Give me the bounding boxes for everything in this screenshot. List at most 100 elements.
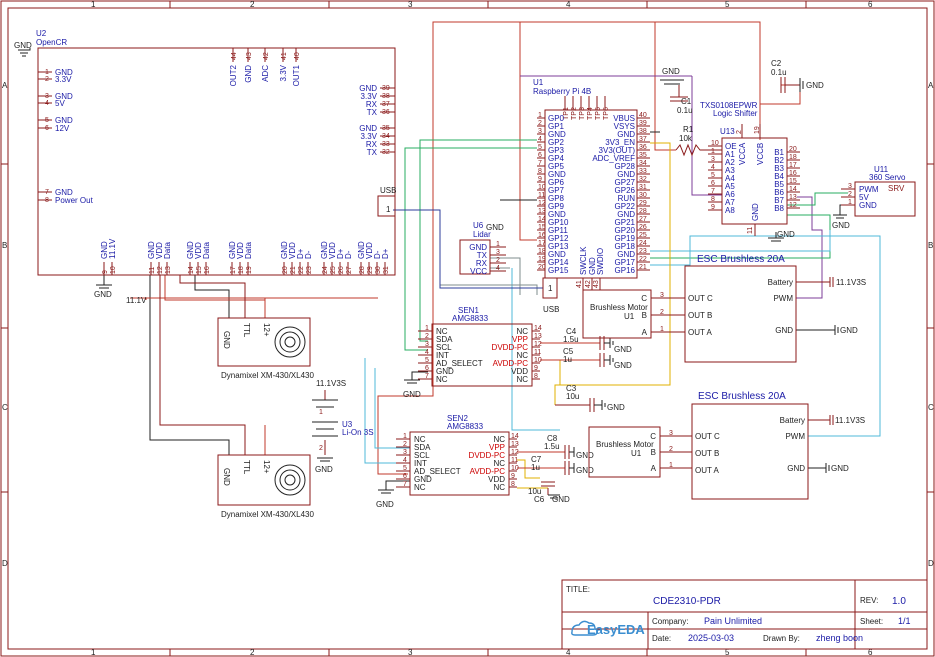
capacitor-c3[interactable]: C3 10u GND [566,384,625,412]
opencr-pin-38[interactable]: 383.3V [361,92,395,101]
dynamixel-servo-2[interactable]: GND TTL 12+ Dynamixel XM-430/XL430 [217,454,314,519]
motor1-pin-3[interactable]: 3C [641,292,668,303]
lidar-pin-2[interactable]: 2RX [476,257,506,268]
capacitor-c4[interactable]: C4 1.5u GND [563,327,632,354]
opencr-pin-30[interactable]: 30D- [373,250,382,275]
capacitor-c8[interactable]: C8 1.5u GND [544,434,594,460]
capacitor-c1[interactable]: C1 0.1u GND [660,67,693,115]
sen2-pin-8[interactable]: 8NC [493,481,517,492]
capacitor-c2[interactable]: C2 0.1u GND [771,59,824,93]
motor1-pin-2[interactable]: 2B [642,309,668,320]
battery-u3[interactable]: 11.1V3S 1 2 U3 Li-On 3S GND [312,379,374,474]
capacitor-c7[interactable]: C7 1u GND [531,455,594,475]
dynamixel-servo-1[interactable]: GND TTL 12+ Dynamixel XM-430/XL430 [217,317,314,380]
motor2-pin-2[interactable]: 2B [651,446,677,457]
opencr-pin-34[interactable]: 343.3V [361,132,395,141]
opencr-pin-23[interactable]: 23D- [304,250,313,275]
opencr-pin-22[interactable]: 22D+ [296,248,305,275]
opencr-pin-27[interactable]: 27D- [344,250,353,275]
